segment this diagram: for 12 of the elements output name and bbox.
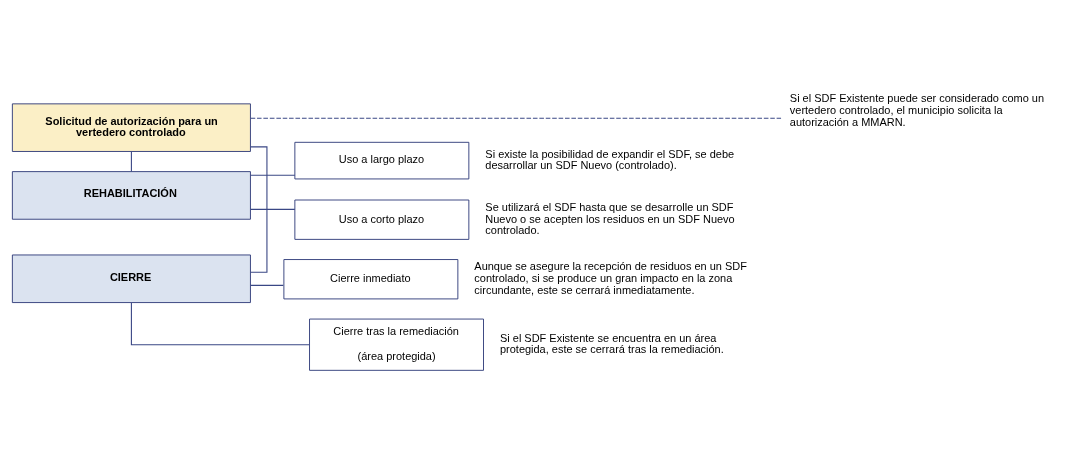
connector — [250, 208, 296, 210]
connector — [250, 284, 284, 286]
connector — [250, 117, 783, 119]
connector — [130, 301, 310, 345]
connector — [130, 150, 132, 172]
connector — [250, 174, 296, 176]
connector — [250, 145, 268, 273]
node-label: Si el SDF Existente se encuentra en un área protegida, este se cerrará tras la remediación. — [499, 331, 724, 355]
node-label: Aunque se asegure la recepción de residuos en un SDF controlado, si se produce un gran impacto en la zona circundante, este se cerrará inmediatamente. — [474, 259, 747, 296]
node-label: Si existe la posibilidad de expandir el SDF, se debe desarrollar un SDF Nuevo (controlado). — [485, 147, 735, 171]
node-label: Se utilizará el SDF hasta que se desarrolle un SDF Nuevo o se acepten los residuos en un SDF Nuevo controlado. — [485, 200, 735, 236]
node-text: Si el SDF Existente puede ser considerado como un vertedero controlado, el municipio solicita la autorización a MMARN. — [789, 91, 1045, 128]
